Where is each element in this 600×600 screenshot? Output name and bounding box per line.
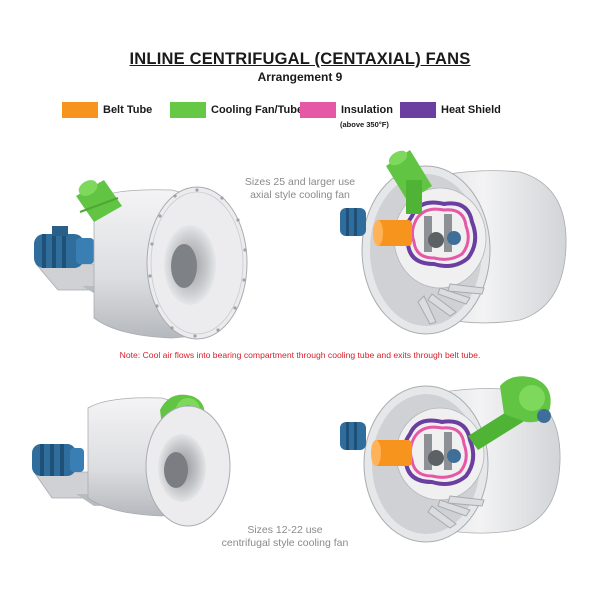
cooling-note: Note: Cool air flows into bearing compar… — [119, 350, 481, 360]
legend-label: Insulation — [341, 104, 393, 116]
caption-bottom-line1: Sizes 12-22 use — [247, 524, 323, 536]
legend-label: Cooling Fan/Tube — [211, 104, 304, 116]
fan-exterior-axial — [34, 180, 248, 340]
insulation-note: (above 350°F) — [340, 120, 389, 129]
motor-icon — [32, 444, 84, 476]
motor-icon — [340, 422, 366, 450]
caption-bottom: Sizes 12-22 use centrifugal style coolin… — [200, 524, 370, 550]
belt-tube-icon — [371, 440, 412, 466]
belt-tube-swatch — [62, 102, 98, 118]
legend-item-cooling-fan: Cooling Fan/Tube — [170, 101, 303, 119]
caption-bottom-line2: centrifugal style cooling fan — [221, 537, 349, 549]
legend-label: Belt Tube — [103, 104, 153, 116]
fan-cutaway-axial — [340, 150, 567, 335]
caption-top-line1: Sizes 25 and larger use — [244, 176, 356, 188]
caption-top-line2: axial style cooling fan — [250, 189, 350, 201]
caption-top: Sizes 25 and larger use axial style cool… — [225, 176, 375, 202]
fan-cutaway-centrifugal — [340, 376, 561, 543]
motor-icon — [34, 226, 94, 268]
cooling-fan-swatch — [170, 102, 206, 118]
legend: Belt Tube Cooling Fan/Tube Insulation (a… — [0, 101, 600, 137]
heat-shield-swatch — [400, 102, 436, 118]
cooling-fan-icon — [76, 180, 122, 222]
page-subtitle: Arrangement 9 — [257, 70, 343, 84]
legend-item-belt-tube: Belt Tube — [62, 101, 152, 119]
insulation-swatch — [300, 102, 336, 118]
cooling-fan-icon — [386, 150, 432, 214]
legend-label: Heat Shield — [441, 104, 501, 116]
page-title: INLINE CENTRIFUGAL (CENTAXIAL) FANS — [129, 50, 471, 68]
belt-tube-icon — [373, 220, 412, 246]
cooling-fan-icon — [468, 376, 551, 450]
fan-exterior-centrifugal — [32, 394, 231, 527]
legend-item-insulation: Insulation — [300, 101, 393, 119]
legend-item-heat-shield: Heat Shield — [400, 101, 501, 119]
motor-icon — [340, 208, 366, 236]
